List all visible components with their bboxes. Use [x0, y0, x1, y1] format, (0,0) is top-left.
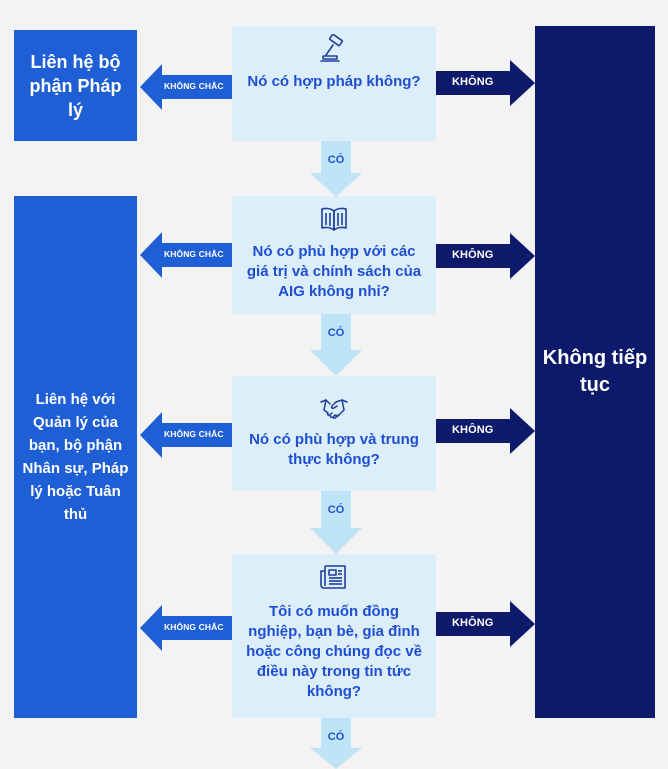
unsure-label: KHÔNG CHẮC	[164, 429, 224, 439]
question-news-text: Tôi có muốn đồng nghiệp, bạn bè, gia đìn…	[246, 603, 422, 700]
yes-label: CÓ	[327, 154, 345, 166]
yes-label: CÓ	[327, 731, 345, 743]
question-honest-text: Nó có phù hợp và trung thực không?	[249, 431, 419, 468]
do-not-proceed-box: Không tiếp tục	[535, 26, 655, 718]
contact-legal-text: Liên hệ bộ phận Pháp lý	[29, 51, 122, 120]
contact-legal-box: Liên hệ bộ phận Pháp lý	[14, 30, 137, 141]
question-values-box: Nó có phù hợp với các giá trị và chính s…	[232, 196, 436, 314]
yes-label: CÓ	[327, 327, 345, 339]
question-news-box: Tôi có muốn đồng nghiệp, bạn bè, gia đìn…	[232, 554, 436, 718]
yes-label: CÓ	[327, 504, 345, 516]
no-label: KHÔNG	[452, 424, 494, 436]
yes-arrow: CÓ	[310, 718, 362, 769]
unsure-arrow: KHÔNG CHẮC	[140, 412, 232, 458]
contact-manager-box: Liên hệ với Quản lý của bạn, bộ phận Nhâ…	[14, 196, 137, 718]
unsure-label: KHÔNG CHẮC	[164, 81, 224, 91]
unsure-label: KHÔNG CHẮC	[164, 622, 224, 632]
no-label: KHÔNG	[452, 617, 494, 629]
yes-arrow: CÓ	[310, 491, 362, 554]
do-not-proceed-text: Không tiếp tục	[542, 347, 648, 396]
contact-manager-text: Liên hệ với Quản lý của bạn, bộ phận Nhâ…	[22, 391, 129, 523]
question-honest-box: Nó có phù hợp và trung thực không?	[232, 376, 436, 491]
unsure-arrow: KHÔNG CHẮC	[140, 232, 232, 278]
unsure-arrow: KHÔNG CHẮC	[140, 64, 232, 110]
yes-arrow: CÓ	[310, 314, 362, 376]
no-arrow: KHÔNG	[436, 408, 535, 454]
no-label: KHÔNG	[452, 76, 494, 88]
no-label: KHÔNG	[452, 249, 494, 261]
unsure-label: KHÔNG CHẮC	[164, 249, 224, 259]
gavel-icon	[320, 34, 344, 62]
book-icon	[321, 207, 347, 231]
question-legal-box: Nó có hợp pháp không?	[232, 26, 436, 141]
newspaper-icon	[320, 565, 346, 589]
yes-arrow: CÓ	[310, 141, 362, 197]
no-arrow: KHÔNG	[436, 601, 535, 647]
handshake-icon	[320, 399, 348, 419]
question-values-text: Nó có phù hợp với các giá trị và chính s…	[246, 243, 422, 300]
no-arrow: KHÔNG	[436, 233, 535, 279]
no-arrow: KHÔNG	[436, 60, 535, 106]
question-legal-text: Nó có hợp pháp không?	[247, 73, 421, 90]
unsure-arrow: KHÔNG CHẮC	[140, 605, 232, 651]
